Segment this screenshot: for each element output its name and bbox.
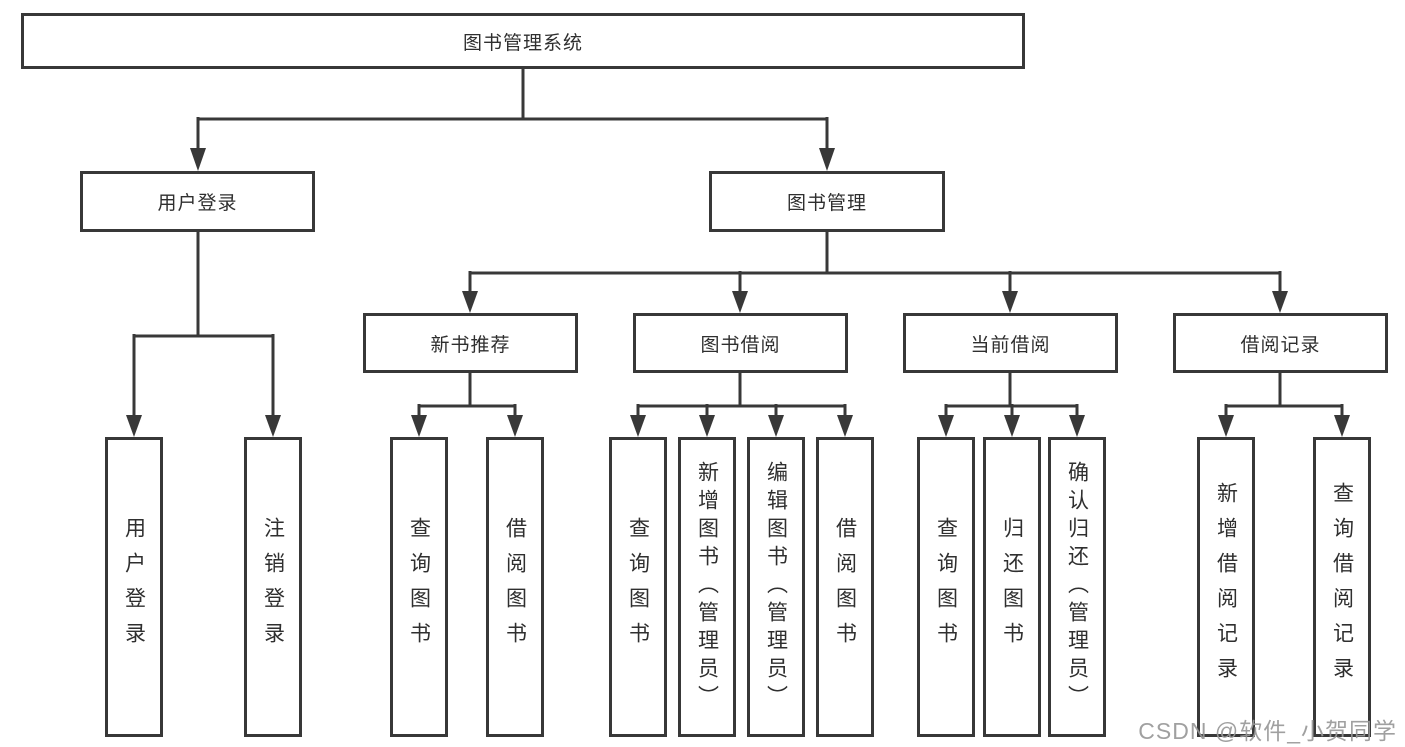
leaf-query-books-borrow: 查询图书 <box>609 437 667 737</box>
leaf-return-books: 归还图书 <box>983 437 1041 737</box>
node-library-management-system: 图书管理系统 <box>21 13 1025 69</box>
leaf-query-books-recommend: 查询图书 <box>390 437 448 737</box>
leaf-query-borrow-record: 查询借阅记录 <box>1313 437 1371 737</box>
leaf-borrow-books-recommend: 借阅图书 <box>486 437 544 737</box>
node-new-book-recommend: 新书推荐 <box>363 313 578 373</box>
node-user-login: 用户登录 <box>80 171 315 232</box>
node-current-borrowing: 当前借阅 <box>903 313 1118 373</box>
leaf-logout: 注销登录 <box>244 437 302 737</box>
leaf-user-login: 用户登录 <box>105 437 163 737</box>
node-book-management: 图书管理 <box>709 171 945 232</box>
leaf-edit-books-admin: 编辑图书（管理员） <box>747 437 805 737</box>
leaf-confirm-return-admin: 确认归还（管理员） <box>1048 437 1106 737</box>
leaf-borrow-books: 借阅图书 <box>816 437 874 737</box>
csdn-watermark: CSDN @软件_小贺同学 <box>1138 718 1397 744</box>
leaf-add-books-admin: 新增图书（管理员） <box>678 437 736 737</box>
leaf-query-books-current: 查询图书 <box>917 437 975 737</box>
leaf-add-borrow-record: 新增借阅记录 <box>1197 437 1255 737</box>
node-borrowing-records: 借阅记录 <box>1173 313 1388 373</box>
node-book-borrowing: 图书借阅 <box>633 313 848 373</box>
